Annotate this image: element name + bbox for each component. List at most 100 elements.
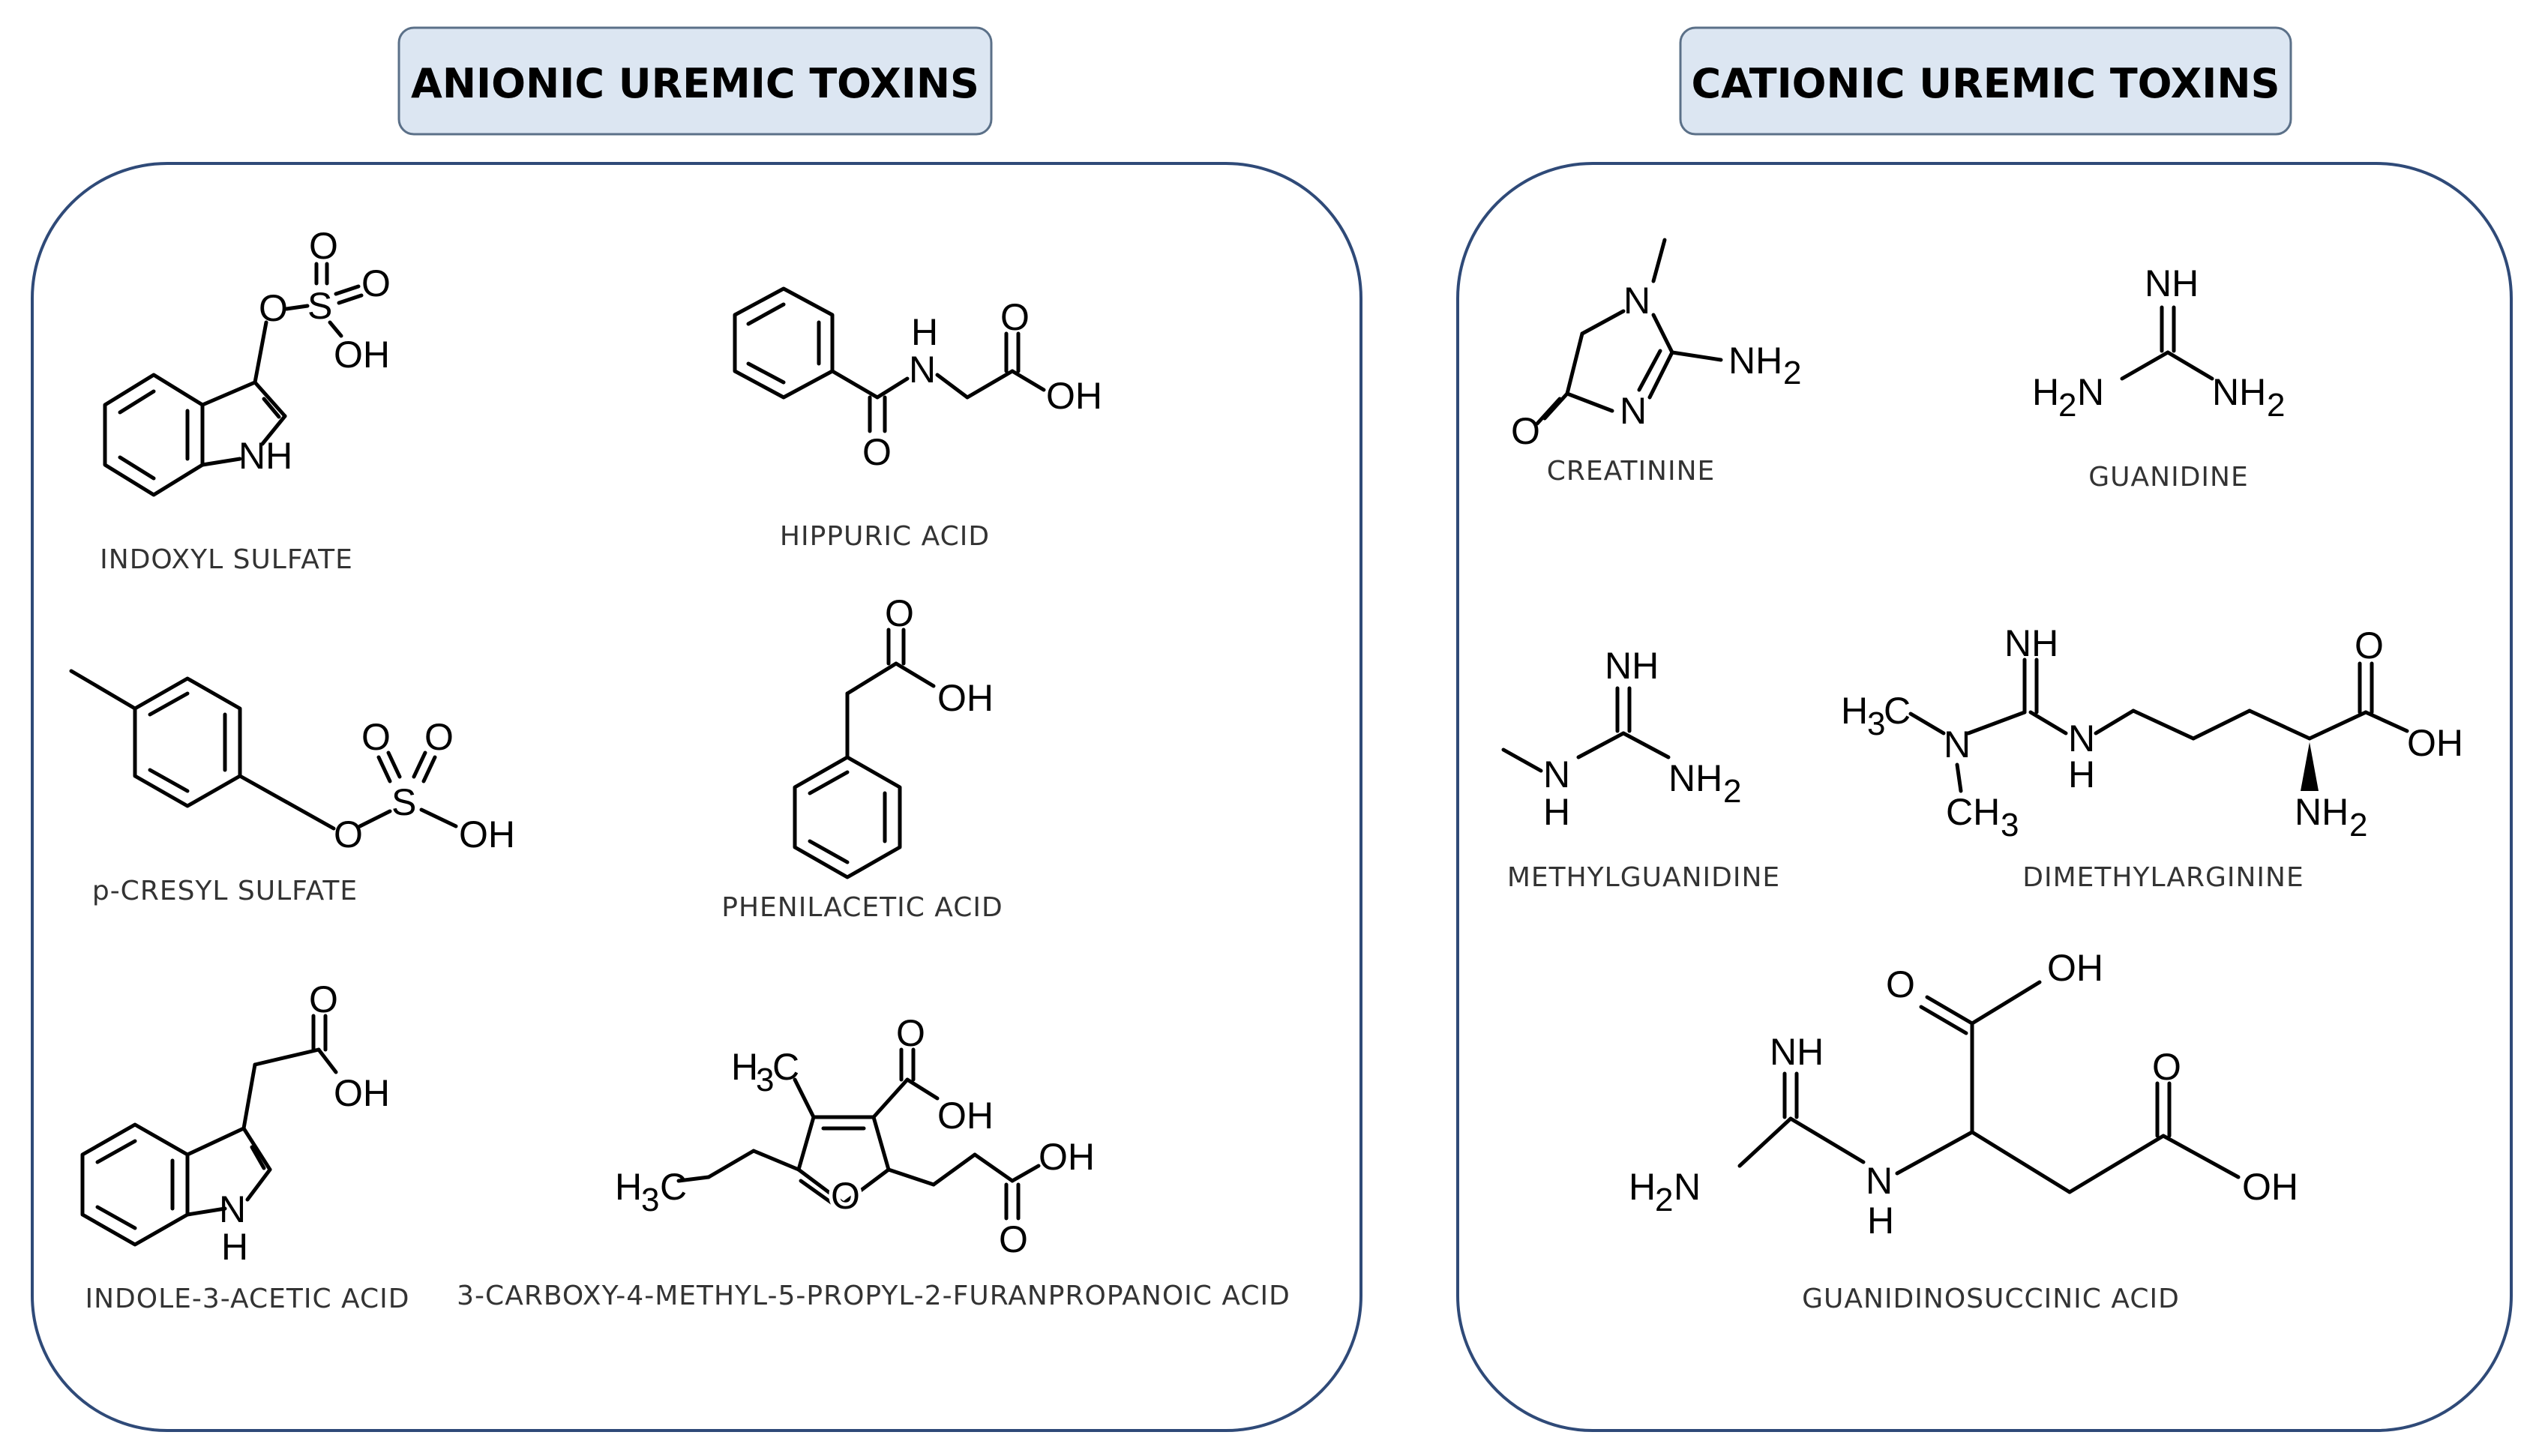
indole-3-acetic-acid-structure: N H O OH: [80, 978, 390, 1268]
svg-text:N: N: [1543, 753, 1570, 795]
hippuric-acid-structure: O N H O OH: [733, 286, 1102, 473]
guanidinosuccinic-acid-label: GUANIDINOSUCCINIC ACID: [1802, 1284, 2180, 1314]
dimethylarginine-structure: H 3 C N CH 3 NH N H NH 2 O OH: [1841, 622, 2463, 843]
svg-text:O: O: [2355, 625, 2384, 667]
svg-text:H: H: [1867, 1200, 1894, 1242]
guanidinosuccinic-acid-structure: NH H 2 N N H O OH O OH: [1629, 947, 2298, 1242]
svg-text:O: O: [885, 592, 914, 634]
svg-text:O: O: [896, 1012, 925, 1054]
anionic-header-title: ANIONIC UREMIC TOXINS: [411, 60, 979, 107]
svg-text:2: 2: [1783, 355, 1801, 391]
indoxyl-sulfate-label: INDOXYL SULFATE: [100, 544, 353, 575]
svg-text:CH: CH: [1946, 791, 2000, 833]
svg-text:H: H: [911, 311, 938, 353]
svg-text:OH: OH: [334, 1072, 390, 1114]
creatinine-structure: N N NH 2 O: [1511, 238, 1801, 452]
svg-text:N: N: [1674, 1166, 1701, 1208]
svg-text:O: O: [1511, 410, 1540, 452]
svg-text:S: S: [307, 285, 332, 327]
svg-text:H: H: [1543, 791, 1570, 833]
svg-text:NH: NH: [2004, 622, 2058, 664]
svg-text:S: S: [391, 781, 416, 823]
svg-text:N: N: [2077, 371, 2104, 413]
svg-text:H: H: [2068, 753, 2095, 795]
phenilacetic-acid-label: PHENILACETIC ACID: [721, 892, 1003, 923]
p-cresyl-sulfate-structure: O S O O OH: [69, 669, 515, 855]
svg-text:O: O: [309, 978, 338, 1020]
svg-text:OH: OH: [459, 813, 515, 855]
cationic-header: CATIONIC UREMIC TOXINS: [1679, 26, 2292, 136]
svg-text:O: O: [361, 262, 391, 304]
svg-text:NH: NH: [1668, 757, 1722, 799]
svg-text:H: H: [731, 1046, 758, 1088]
svg-text:O: O: [1000, 296, 1030, 338]
svg-text:N: N: [2068, 718, 2095, 759]
svg-text:N: N: [1944, 724, 1971, 765]
cmpf-label: 3-CARBOXY-4-METHYL-5-PROPYL-2-FURANPROPA…: [457, 1281, 1290, 1311]
svg-text:N: N: [1623, 280, 1650, 322]
guanidine-label: GUANIDINE: [2088, 462, 2248, 493]
svg-text:O: O: [361, 716, 391, 758]
svg-text:OH: OH: [2242, 1166, 2298, 1208]
svg-text:H: H: [221, 1226, 248, 1268]
svg-text:2: 2: [2058, 387, 2076, 424]
svg-text:OH: OH: [937, 677, 994, 719]
methylguanidine-structure: NH N H NH 2: [1501, 645, 1741, 833]
indole-3-acetic-acid-label: INDOLE-3-ACETIC ACID: [85, 1284, 409, 1314]
svg-text:O: O: [862, 431, 892, 473]
svg-text:O: O: [309, 225, 338, 267]
svg-text:NH: NH: [1770, 1031, 1824, 1073]
svg-text:NH: NH: [2295, 791, 2349, 833]
svg-text:O: O: [334, 813, 363, 855]
svg-text:OH: OH: [334, 334, 390, 376]
indoxyl-sulfate-structure: NH O S O O OH: [103, 225, 391, 497]
svg-text:NH: NH: [238, 435, 292, 477]
svg-text:H: H: [1841, 690, 1868, 732]
svg-text:2: 2: [1655, 1182, 1673, 1218]
p-cresyl-sulfate-label: p-CRESYL SULFATE: [92, 876, 358, 906]
creatinine-label: CREATININE: [1547, 456, 1716, 487]
cmpf-structure: O O H 3 C H 3 C O OH OH O: [615, 1012, 1095, 1260]
cationic-header-title: CATIONIC UREMIC TOXINS: [1692, 60, 2280, 107]
svg-text:NH: NH: [2145, 262, 2199, 304]
svg-text:O: O: [999, 1218, 1028, 1260]
methylguanidine-label: METHYLGUANIDINE: [1507, 862, 1780, 893]
svg-text:OH: OH: [937, 1095, 994, 1137]
anionic-header: ANIONIC UREMIC TOXINS: [397, 26, 993, 136]
svg-text:3: 3: [1867, 706, 1885, 742]
svg-text:3: 3: [756, 1062, 774, 1098]
guanidine-structure: NH H 2 N NH 2: [2032, 262, 2285, 424]
svg-text:N: N: [1620, 390, 1647, 432]
dimethylarginine-label: DIMETHYLARGININE: [2022, 862, 2304, 893]
svg-text:C: C: [660, 1166, 687, 1208]
svg-text:H: H: [1629, 1166, 1656, 1208]
svg-text:3: 3: [641, 1182, 659, 1218]
svg-text:O: O: [831, 1175, 860, 1217]
svg-text:2: 2: [2267, 387, 2285, 424]
svg-text:N: N: [909, 349, 936, 391]
svg-text:NH: NH: [1728, 340, 1782, 382]
svg-text:N: N: [219, 1188, 246, 1230]
svg-text:3: 3: [2001, 807, 2019, 843]
svg-text:2: 2: [1723, 773, 1741, 810]
phenilacetic-acid-structure: O OH: [793, 592, 994, 879]
svg-text:N: N: [1866, 1160, 1893, 1202]
svg-text:OH: OH: [2047, 947, 2103, 989]
svg-text:OH: OH: [1046, 375, 1102, 417]
svg-text:OH: OH: [1039, 1136, 1095, 1178]
svg-text:NH: NH: [2212, 371, 2266, 413]
svg-text:H: H: [2032, 371, 2059, 413]
svg-text:O: O: [831, 1175, 860, 1217]
svg-text:O: O: [1886, 963, 1915, 1005]
hippuric-acid-label: HIPPURIC ACID: [780, 521, 990, 552]
svg-text:C: C: [1884, 690, 1911, 732]
svg-text:2: 2: [2349, 807, 2367, 843]
svg-text:O: O: [259, 287, 288, 329]
svg-text:O: O: [2152, 1046, 2181, 1088]
svg-text:O: O: [424, 716, 454, 758]
cationic-panel: [1456, 162, 2513, 1432]
svg-text:C: C: [772, 1046, 799, 1088]
svg-text:OH: OH: [2407, 722, 2463, 764]
svg-text:NH: NH: [1605, 645, 1659, 687]
anionic-panel: [31, 162, 1362, 1432]
